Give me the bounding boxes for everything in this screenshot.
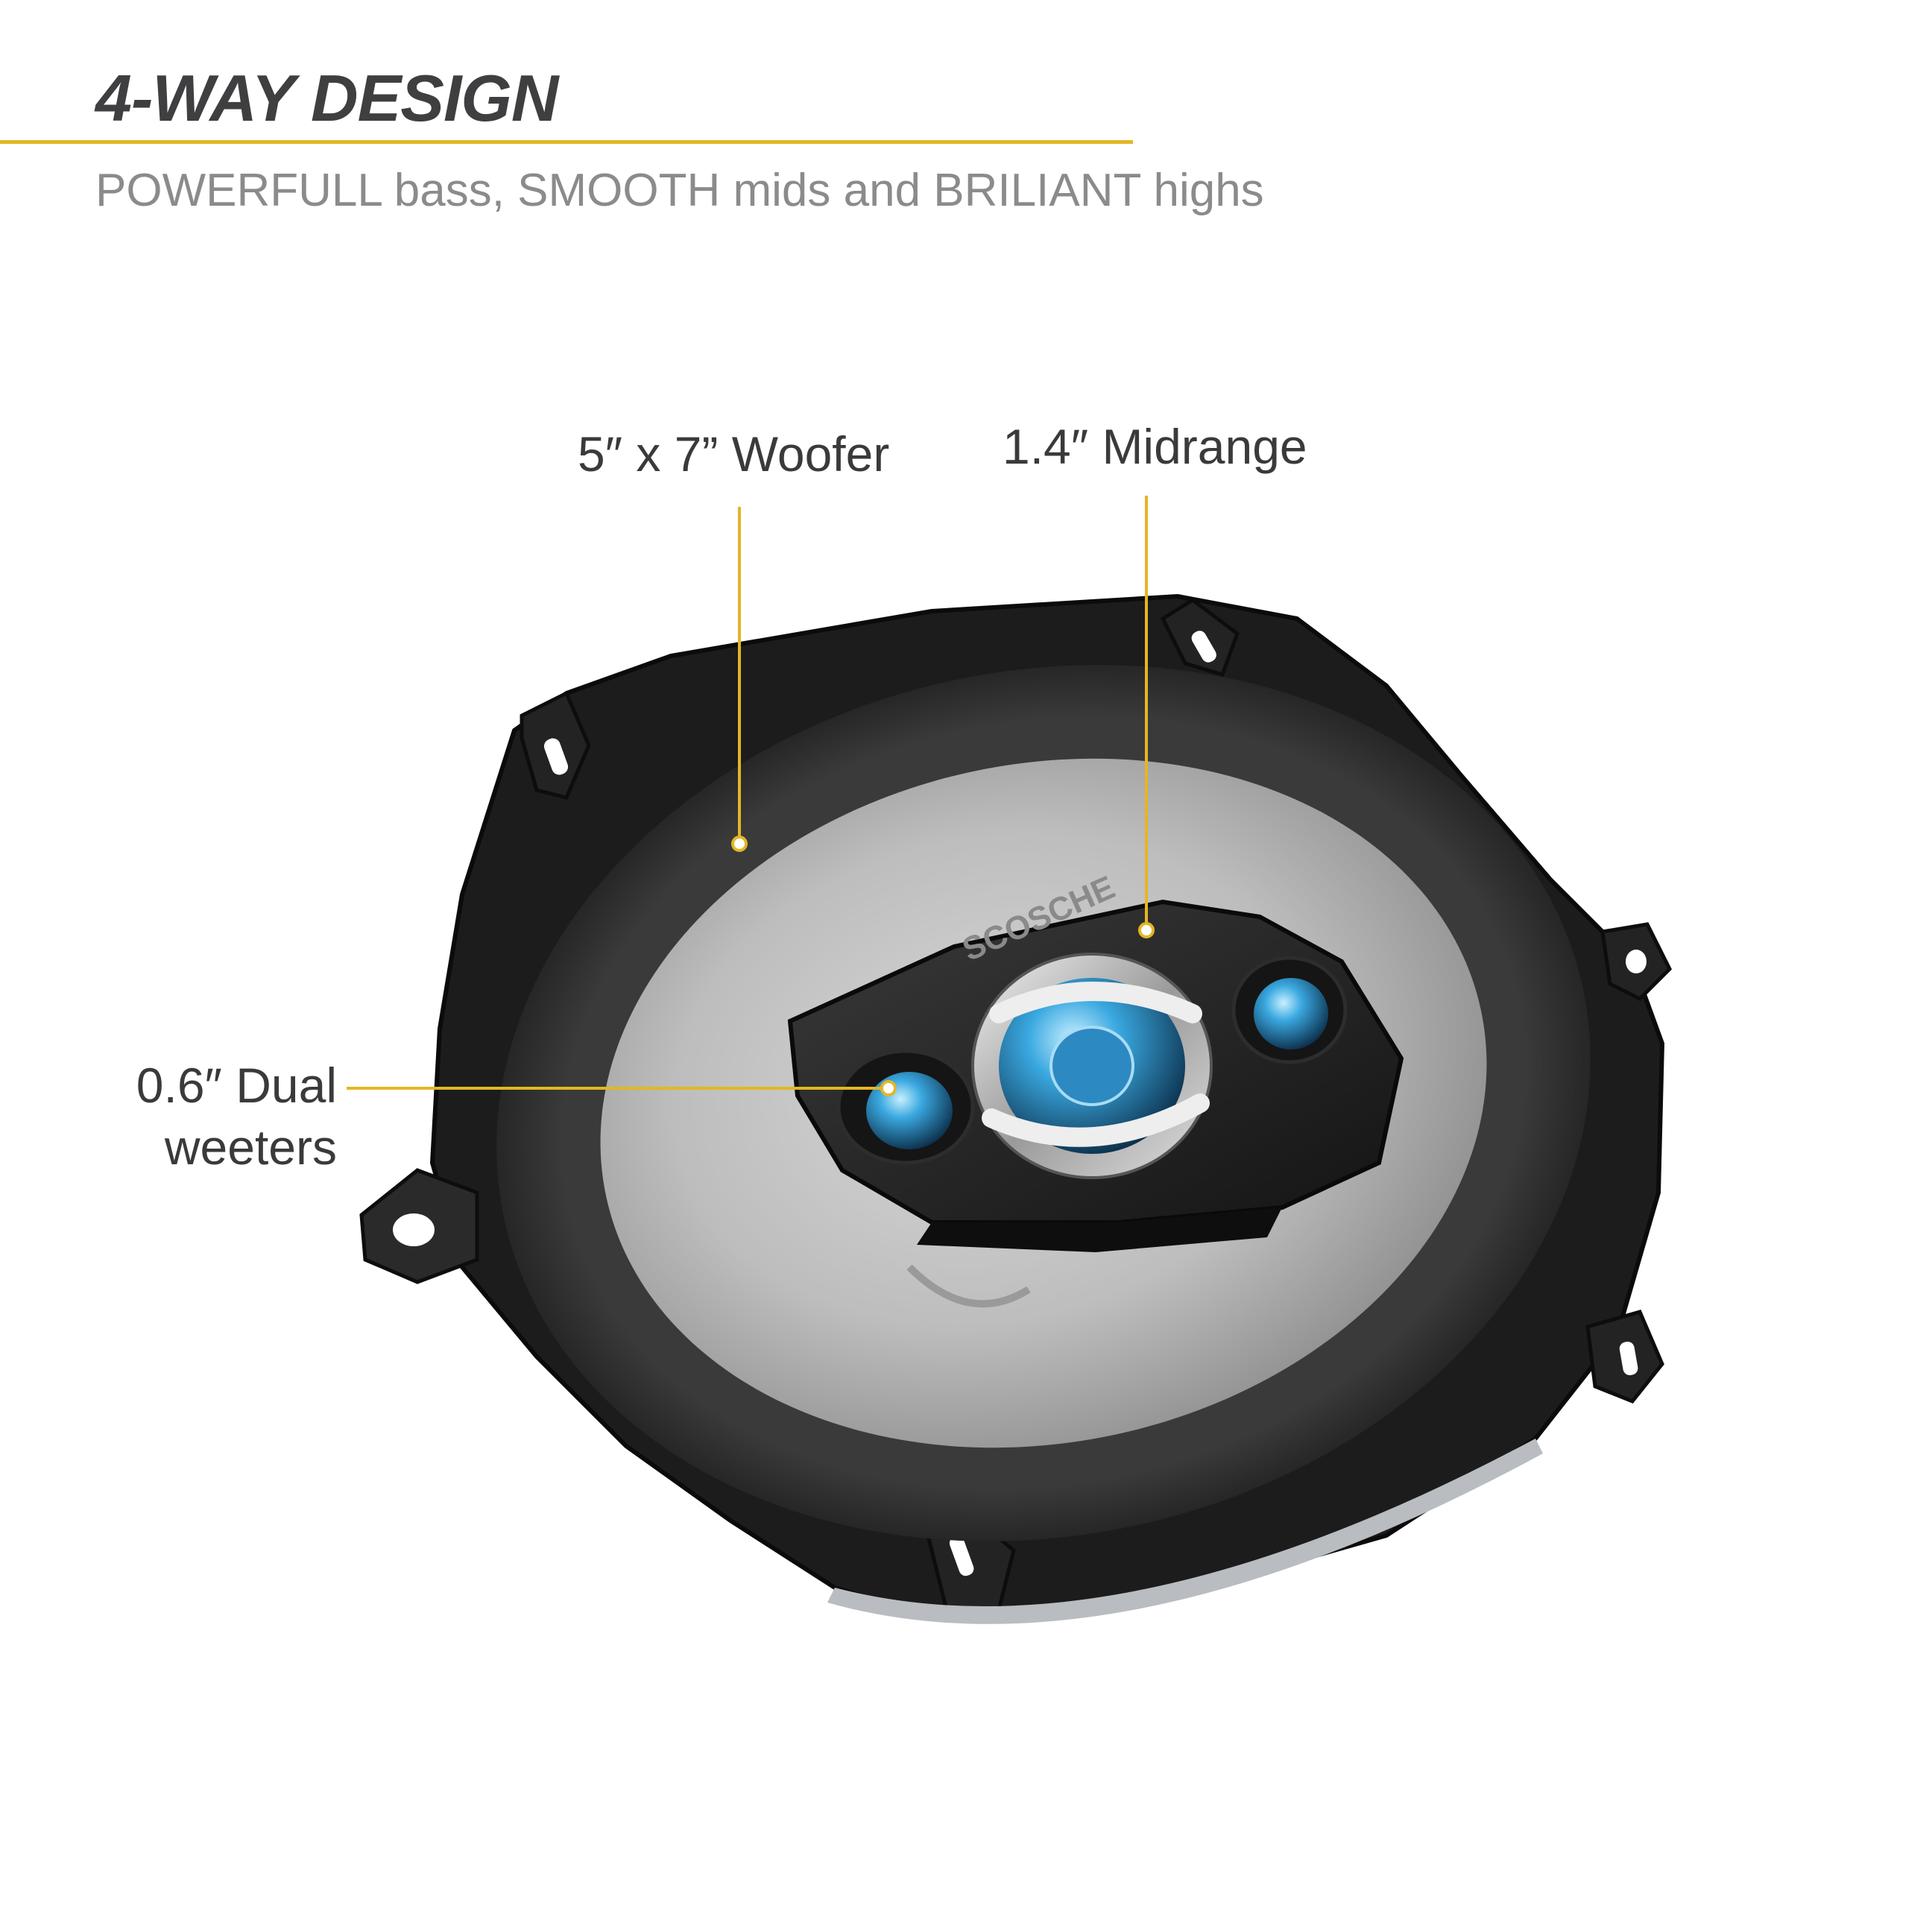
midrange-driver — [971, 953, 1213, 1179]
subtitle: POWERFULL bass, SMOOTH mids and BRILIANT… — [95, 165, 1264, 216]
tweeter-label: 0.6″ Dual weeters — [136, 1055, 337, 1178]
title-underline — [0, 140, 1133, 144]
callout-midrange-line — [1138, 496, 1155, 938]
tweeter-right — [1231, 956, 1348, 1064]
callout-woofer-line — [731, 507, 748, 852]
midrange-label: 1.4″ Midrange — [1003, 419, 1307, 474]
lead-wire — [906, 1264, 1031, 1308]
callout-tweeter-line — [347, 1080, 897, 1096]
tweeter-left — [836, 1049, 975, 1165]
tweeter-label-line1: 0.6″ Dual — [136, 1058, 337, 1113]
tweeter-label-line2: weeters — [164, 1119, 337, 1175]
woofer-label: 5″ x 7” Woofer — [578, 426, 890, 482]
page-title: 4-WAY DESIGN — [95, 61, 558, 135]
